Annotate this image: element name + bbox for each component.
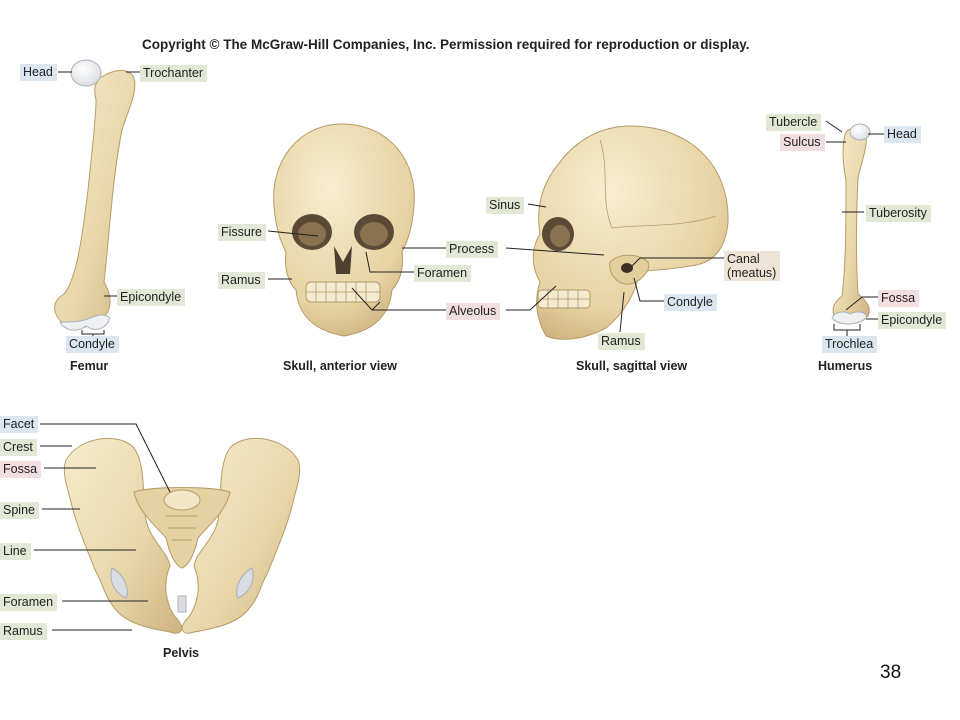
skull-sagittal-label-canal-text: Canal bbox=[727, 252, 760, 266]
humerus-label-tuberosity: Tuberosity bbox=[866, 205, 931, 222]
femur-title: Femur bbox=[70, 359, 109, 373]
skull-anterior-label-ramus: Ramus bbox=[218, 272, 265, 289]
pelvis-label-ramus: Ramus bbox=[0, 623, 47, 640]
pelvis-label-spine: Spine bbox=[0, 502, 39, 519]
humerus-label-tubercle: Tubercle bbox=[766, 114, 822, 131]
pelvis-label-crest: Crest bbox=[0, 439, 37, 456]
skull-sagittal-label-sinus: Sinus bbox=[486, 197, 525, 214]
skull-sagittal-label-meatus-text: (meatus) bbox=[727, 266, 777, 280]
skull-anterior-title: Skull, anterior view bbox=[283, 359, 397, 373]
skull-anterior-label-foramen: Foramen bbox=[414, 265, 472, 282]
skull-sagittal-title: Skull, sagittal view bbox=[576, 359, 688, 373]
humerus-bone bbox=[831, 123, 871, 325]
skull-anterior-bone bbox=[273, 123, 415, 337]
humerus-label-trochlea: Trochlea bbox=[822, 336, 878, 353]
femur-label-condyle: Condyle bbox=[66, 336, 119, 353]
humerus-label-epicondyle: Epicondyle bbox=[878, 312, 947, 329]
pelvis-bone bbox=[63, 437, 301, 634]
skull-sagittal-leaders bbox=[505, 203, 724, 333]
femur-label-epicondyle: Epicondyle bbox=[117, 289, 186, 306]
humerus-label-sulcus: Sulcus bbox=[780, 134, 825, 151]
skull-anterior-label-process: Process bbox=[446, 241, 499, 258]
skull-anterior-label-fissure: Fissure bbox=[218, 224, 266, 241]
pelvis-label-line: Line bbox=[0, 543, 31, 560]
skull-sagittal-label-ramus: Ramus bbox=[598, 333, 645, 350]
pelvis-label-fossa: Fossa bbox=[0, 461, 42, 478]
pelvis-leaders bbox=[34, 423, 171, 631]
pelvis-label-foramen: Foramen bbox=[0, 594, 58, 611]
humerus-label-head: Head bbox=[884, 126, 921, 143]
skull-sagittal-label-canal: Canal (meatus) bbox=[724, 251, 781, 281]
pelvis-label-facet: Facet bbox=[0, 416, 39, 433]
femur-label-trochanter: Trochanter bbox=[140, 65, 207, 82]
skull-sagittal-bone bbox=[532, 125, 729, 340]
skull-sagittal-label-condyle: Condyle bbox=[664, 294, 717, 311]
pelvis-title: Pelvis bbox=[163, 646, 200, 660]
page-number: 38 bbox=[880, 662, 902, 683]
skull-anterior-label-alveolus: Alveolus bbox=[446, 303, 501, 320]
femur-label-head: Head bbox=[20, 64, 57, 81]
humerus-title: Humerus bbox=[818, 359, 873, 373]
skull-anterior-leaders bbox=[267, 230, 446, 311]
humerus-label-fossa: Fossa bbox=[878, 290, 920, 307]
copyright-notice: Copyright © The McGraw-Hill Companies, I… bbox=[142, 37, 750, 52]
humerus-leaders bbox=[825, 120, 884, 336]
femur-bone bbox=[54, 59, 136, 331]
